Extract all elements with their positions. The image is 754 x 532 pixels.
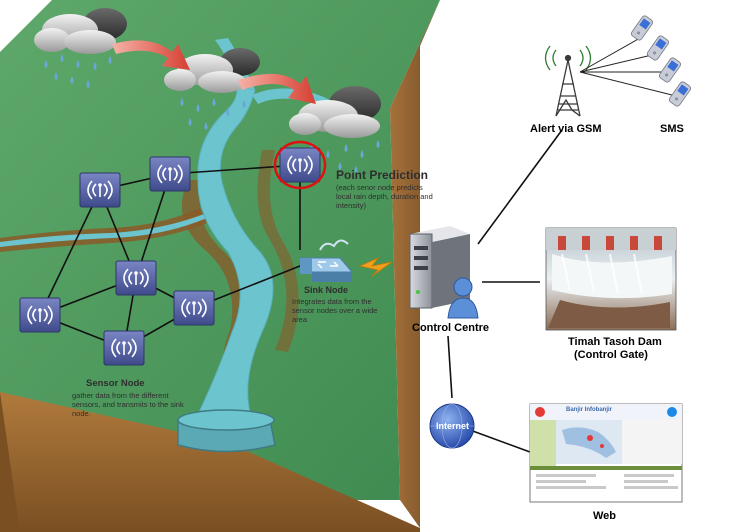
- rain-cloud-1: [34, 8, 127, 54]
- sensor-node-title: Sensor Node: [86, 378, 145, 389]
- rain-cloud-3: [289, 86, 381, 138]
- web-label: Web: [593, 510, 617, 522]
- operator-user-icon: [447, 277, 479, 319]
- mobile-phone-icon: [657, 56, 683, 84]
- cloud-movement-arrow-1: [112, 40, 190, 70]
- control-centre-links: [447, 129, 563, 453]
- sensor-node-icon: [279, 147, 321, 183]
- sensor-node-icon: [19, 297, 61, 333]
- sink-node-router-icon: [298, 239, 354, 282]
- alert-gsm-label: Alert via GSM: [530, 123, 602, 135]
- sms-label: SMS: [660, 123, 684, 135]
- mobile-phone-icon: [645, 34, 671, 62]
- point-prediction-highlight-ring: [273, 140, 327, 190]
- web-portal-screenshot: [529, 403, 683, 503]
- sink-node-title: Sink Node: [304, 285, 349, 295]
- rain-cloud-2: [164, 48, 260, 93]
- point-prediction-description: (each senor node predicts local rain dep…: [336, 183, 433, 210]
- mobile-phone-icon: [667, 80, 693, 108]
- dam-subtitle-label: (Control Gate): [574, 349, 648, 361]
- point-prediction-title: Point Prediction: [336, 168, 429, 182]
- web-portal-title: Banjir Infobanjir: [566, 407, 613, 413]
- sms-links: [579, 37, 677, 97]
- wireless-link-icon: [358, 257, 393, 277]
- cloud-movement-arrow-2: [238, 73, 316, 104]
- sensor-node-icon: [173, 290, 215, 326]
- sensor-node-icon: [149, 156, 191, 192]
- rain-drops-1: [44, 54, 112, 88]
- gsm-tower-icon: [544, 45, 592, 117]
- sink-node-description: Integrates data from the sensor nodes ov…: [292, 297, 378, 324]
- mobile-phone-icon: [629, 14, 655, 42]
- sensor-node-icon: [103, 330, 145, 366]
- internet-label: Internet: [436, 421, 470, 431]
- sensor-node-icon: [115, 260, 157, 296]
- dam-title-label: Timah Tasoh Dam: [568, 336, 662, 348]
- sensor-node-icon: [79, 172, 121, 208]
- rain-drops-2: [180, 98, 246, 130]
- control-centre-label: Control Centre: [412, 322, 489, 334]
- sensor-node-description: gather data from the different sensors, …: [72, 391, 184, 418]
- dam-control-gate-photo: [545, 227, 677, 331]
- internet-globe-icon: [429, 403, 475, 449]
